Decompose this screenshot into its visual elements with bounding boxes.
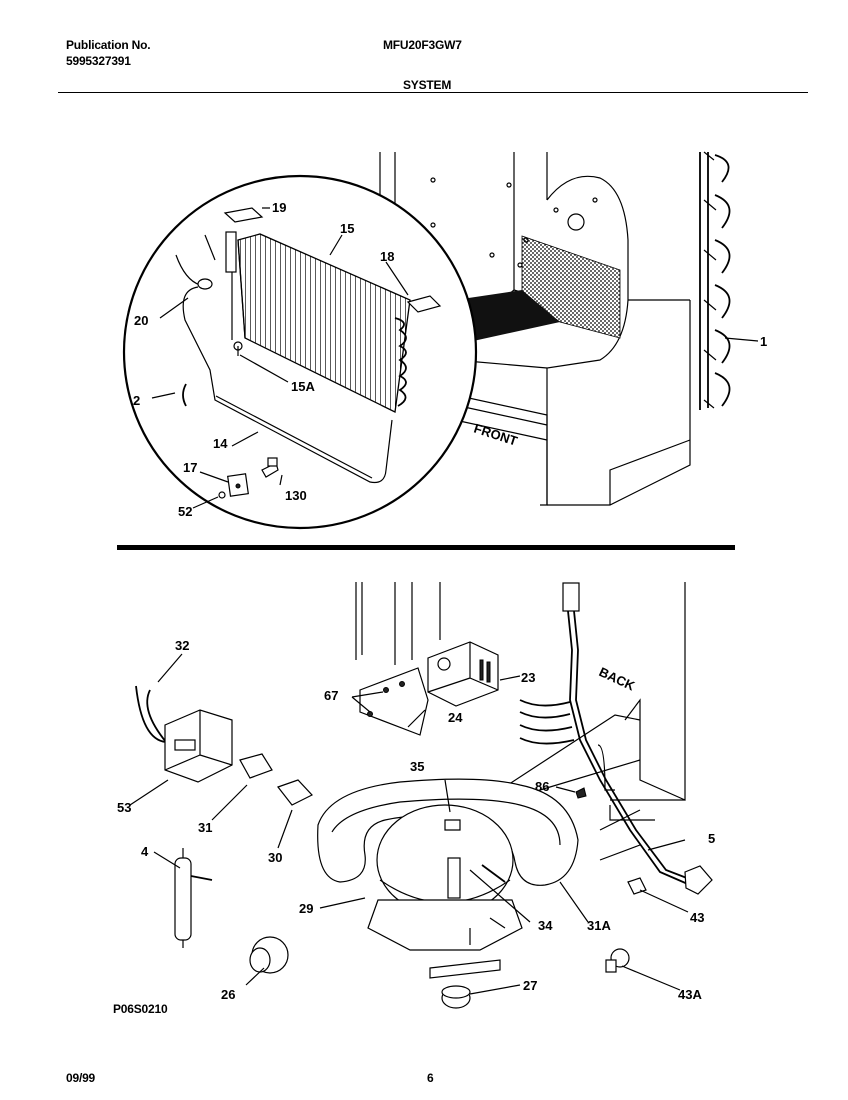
wire-harness: [519, 582, 713, 895]
drawing-code: P06S0210: [113, 1002, 168, 1016]
label-130: 130: [285, 488, 307, 503]
label-14: 14: [213, 436, 228, 451]
label-29: 29: [299, 901, 313, 916]
label-52: 52: [178, 504, 192, 519]
timer-bracket: [359, 667, 429, 736]
label-86: 86: [535, 779, 549, 794]
section-divider: [117, 545, 735, 550]
model-number: MFU20F3GW7: [383, 38, 462, 52]
label-53: 53: [117, 800, 131, 815]
label-43: 43: [690, 910, 704, 925]
label-31a: 31A: [587, 918, 611, 933]
screw-52: [218, 491, 226, 499]
evaporator: [225, 231, 411, 413]
label-20: 20: [134, 313, 148, 328]
label-26: 26: [221, 987, 235, 1002]
label-17: 17: [183, 460, 197, 475]
label-1: 1: [760, 334, 767, 349]
label-2: 2: [133, 393, 140, 408]
footer-date: 09/99: [66, 1071, 96, 1085]
clamp-26: [249, 936, 289, 974]
label-32: 32: [175, 638, 189, 653]
label-19: 19: [272, 200, 286, 215]
label-27: 27: [523, 978, 537, 993]
defrost-timer: [427, 641, 499, 707]
label-5: 5: [708, 831, 715, 846]
screw-86: [575, 787, 587, 799]
label-34: 34: [538, 918, 553, 933]
label-24: 24: [448, 710, 463, 725]
thermostat-pad-18: [406, 295, 442, 313]
label-4: 4: [141, 844, 149, 859]
defrost-wiring: [175, 234, 393, 484]
label-43a: 43A: [678, 987, 702, 1002]
relay-assembly: [135, 685, 313, 806]
section-title: SYSTEM: [403, 78, 452, 92]
label-15: 15: [340, 221, 354, 236]
label-35: 35: [410, 759, 424, 774]
thermostat-pad-19: [223, 207, 264, 223]
clip-43a: [605, 948, 630, 973]
filter-drier: [174, 848, 213, 948]
condenser-coil: 1: [699, 151, 767, 410]
page-number: 6: [427, 1071, 434, 1085]
clip-43: [627, 877, 647, 895]
header-rule: [58, 92, 808, 93]
front-label: FRONT: [472, 421, 519, 449]
label-18: 18: [380, 249, 394, 264]
back-label: BACK: [597, 664, 638, 694]
label-23: 23: [521, 670, 535, 685]
compressor: [367, 804, 523, 1009]
label-15a: 15A: [291, 379, 315, 394]
label-31: 31: [198, 820, 212, 835]
publication-number: 5995327391: [66, 54, 131, 68]
label-30: 30: [268, 850, 282, 865]
label-67: 67: [324, 688, 338, 703]
publication-label: Publication No.: [66, 38, 151, 52]
